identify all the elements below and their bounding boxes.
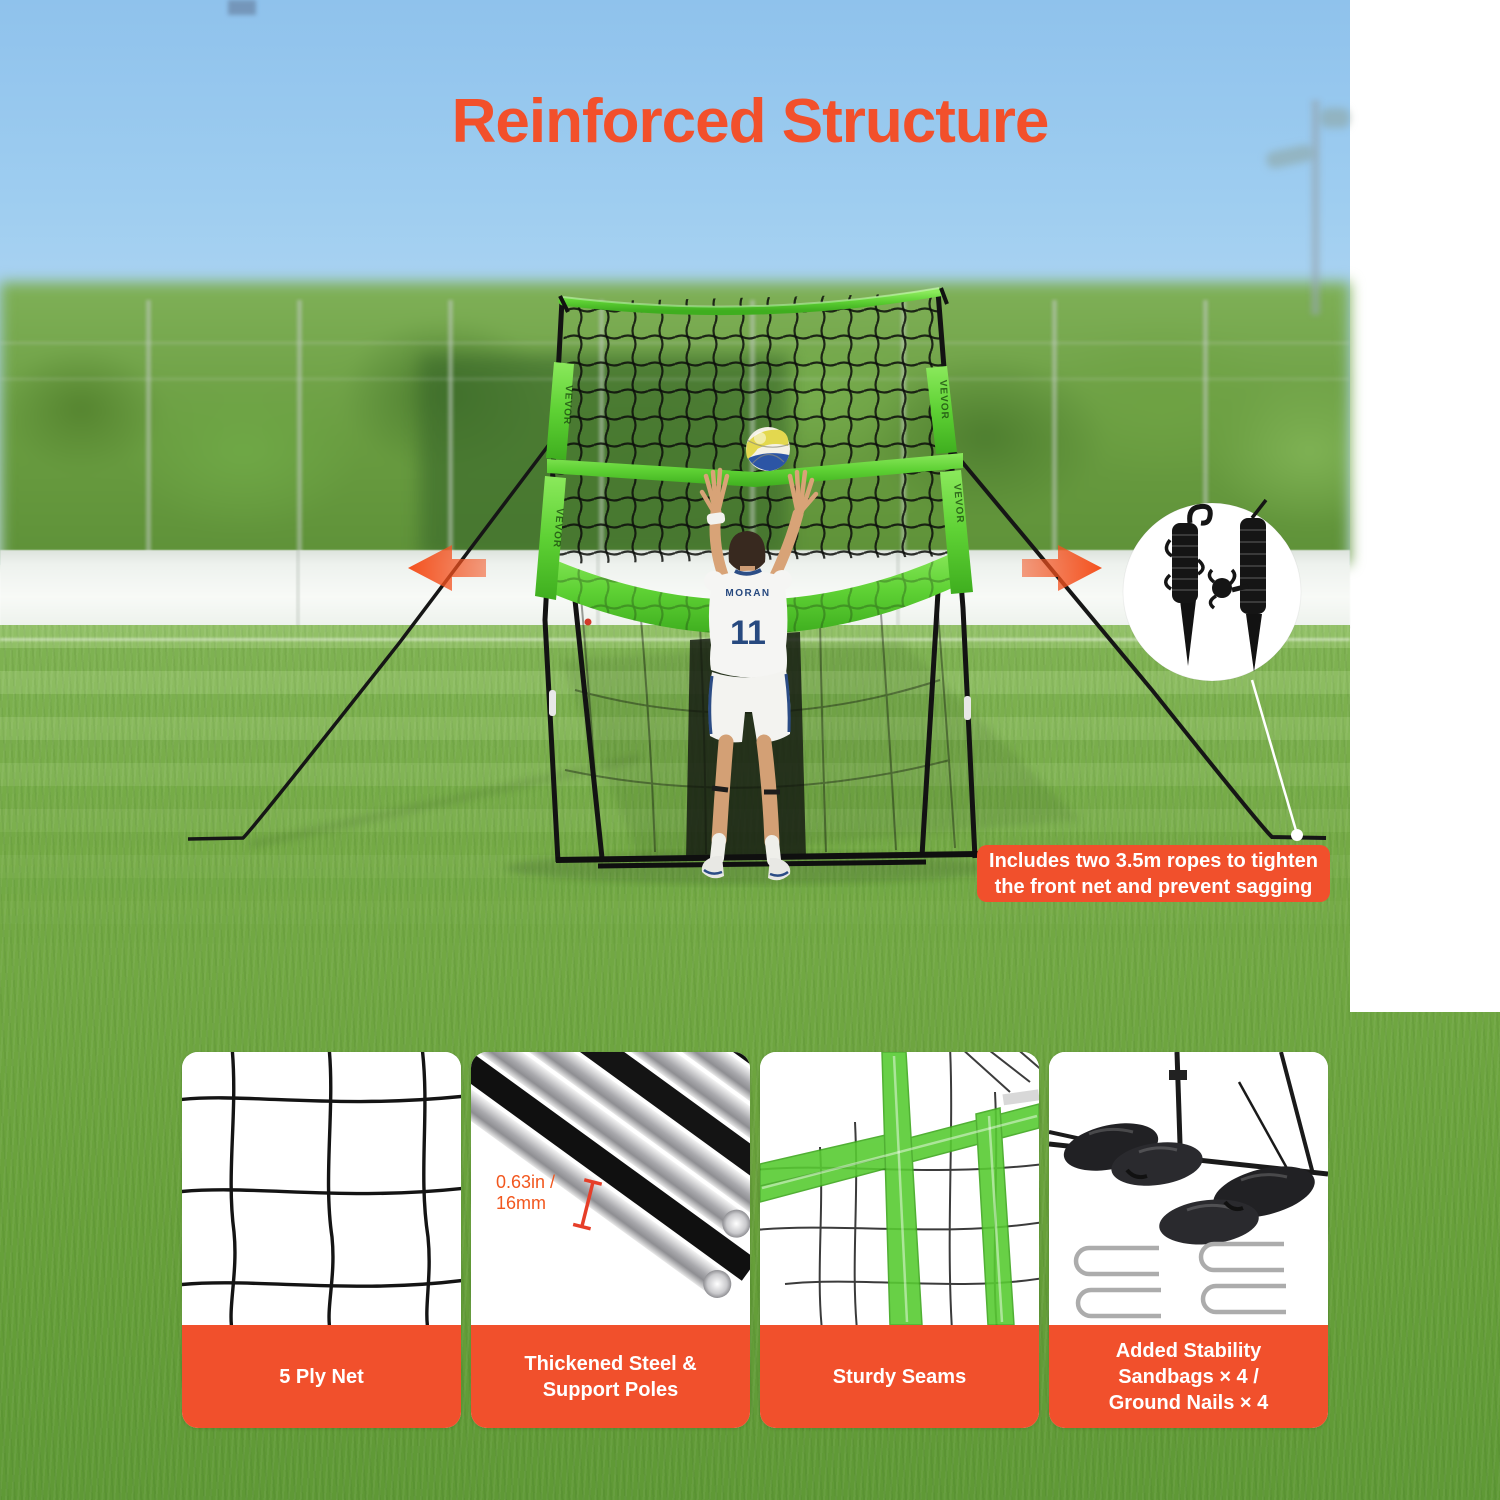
brand-label: VEVOR [561,385,574,426]
card-label: Added Stability Sandbags × 4 / Ground Na… [1049,1325,1328,1428]
hanging-net-strands [564,574,956,855]
wristband [706,512,726,525]
seams-closeup-image [760,1052,1039,1331]
card-sturdy-seams: Sturdy Seams [760,1052,1039,1428]
shorts [708,670,791,743]
top-green-bar [558,287,944,316]
feature-cards: 5 Ply Net [182,1052,1330,1428]
page-title: Reinforced Structure [451,87,1050,156]
brand-label: VEVOR [951,483,965,524]
rope-callout: Includes two 3.5m ropes to tighten the f… [977,845,1330,902]
card-stability: Added Stability Sandbags × 4 / Ground Na… [1049,1052,1328,1428]
guy-rope-right [946,443,1327,840]
card-steel-poles: 0.63in / 16mm Thickened Steel & Support … [471,1052,750,1428]
floodlight-fixture [228,0,256,15]
jersey-name: MORAN [725,588,770,599]
sandbags-nails-image [1049,1052,1328,1325]
arrow-right-icon [1022,545,1102,591]
jersey [708,570,788,678]
hair [728,531,766,572]
hands [699,467,819,519]
net-closeup-image [182,1052,461,1332]
light-pole-arm [1320,108,1350,128]
brand-label: VEVOR [551,508,565,549]
guy-rope-left [187,428,562,841]
callout-leader-line [1250,679,1299,835]
rope-stakes-inset [1122,498,1302,682]
rope-hook [1187,503,1213,526]
volleyball [746,427,791,471]
measure-mark [572,1178,603,1231]
card-5-ply-net: 5 Ply Net [182,1052,461,1428]
ground-nails [1073,1241,1286,1319]
card-label: Sturdy Seams [760,1325,1039,1428]
hero-scene: VEVOR VEVOR VEVOR VEVOR MORAN 11 [187,287,1327,884]
field-line [0,638,1350,641]
player: MORAN 11 [699,467,819,881]
brand-label: VEVOR [937,380,950,421]
card-label: Thickened Steel & Support Poles [471,1325,750,1428]
middle-green-strip [547,453,963,487]
pole-diameter-note: 0.63in / 16mm [496,1172,556,1213]
poles-closeup-image: 0.63in / 16mm [471,1052,750,1325]
card-label: 5 Ply Net [182,1325,461,1428]
sandbags [1063,1123,1315,1245]
light-pole [1311,100,1320,315]
jersey-number: 11 [730,614,766,652]
arrow-left-icon [408,545,486,591]
